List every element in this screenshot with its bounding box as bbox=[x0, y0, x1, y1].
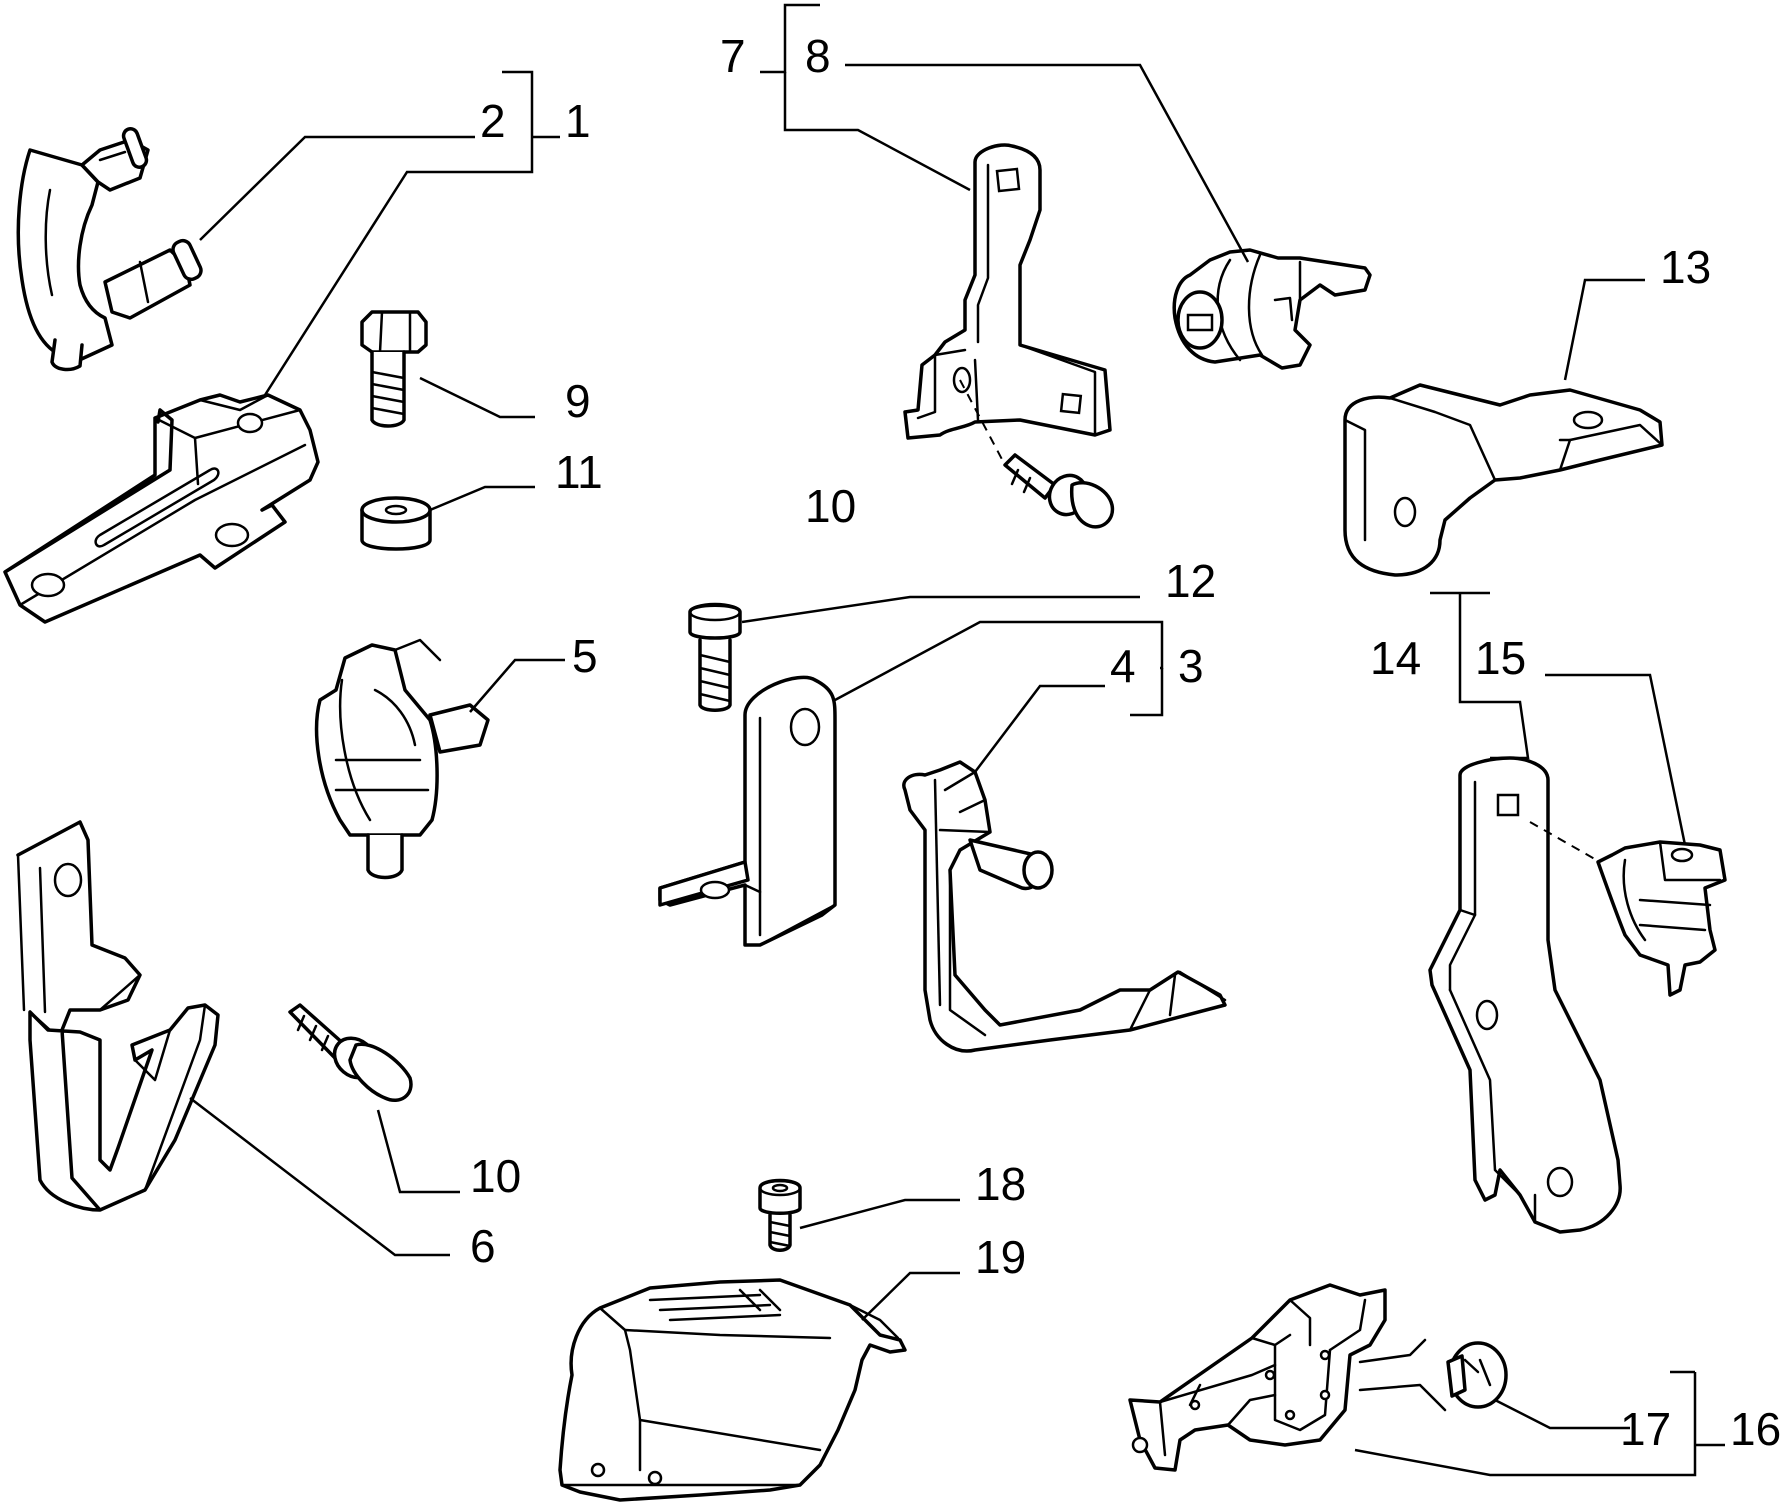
part-7-bracket bbox=[903, 143, 1112, 440]
part-9-bolt bbox=[360, 310, 428, 428]
callout-9: 9 bbox=[565, 375, 591, 427]
callout-10-lower: 10 bbox=[470, 1150, 521, 1202]
callout-10-upper: 10 bbox=[805, 480, 856, 532]
part-10-bolt-lower bbox=[288, 1003, 413, 1102]
part-11-spacer bbox=[360, 496, 432, 551]
part-4-clip-bracket bbox=[902, 760, 1227, 1053]
part-2-pipe-clip bbox=[16, 127, 203, 372]
part-3-l-bracket bbox=[658, 675, 837, 947]
callout-8: 8 bbox=[805, 30, 831, 82]
callout-1: 1 bbox=[565, 95, 591, 147]
part-1-long-bracket bbox=[3, 393, 320, 624]
callout-7: 7 bbox=[720, 30, 746, 82]
part-17-rivet bbox=[1446, 1341, 1508, 1409]
part-10-bolt-upper bbox=[1003, 453, 1115, 529]
callout-15: 15 bbox=[1475, 632, 1526, 684]
callout-5: 5 bbox=[572, 630, 598, 682]
part-13-bracket bbox=[1343, 383, 1664, 577]
part-5-double-clip bbox=[314, 638, 490, 880]
part-19-cover bbox=[558, 1278, 907, 1502]
callout-12: 12 bbox=[1165, 555, 1216, 607]
callout-3: 3 bbox=[1178, 640, 1204, 692]
callout-4: 4 bbox=[1110, 640, 1136, 692]
part-8-clip bbox=[1172, 248, 1372, 370]
callout-17: 17 bbox=[1620, 1403, 1671, 1455]
callout-19: 19 bbox=[975, 1231, 1026, 1283]
callout-14: 14 bbox=[1370, 632, 1421, 684]
callout-13: 13 bbox=[1660, 241, 1711, 293]
callout-2: 2 bbox=[480, 95, 506, 147]
leader-lines bbox=[189, 3, 1725, 1477]
callout-labels: 2 1 9 11 10 5 10 6 7 8 12 4 3 13 14 15 1… bbox=[470, 30, 1781, 1455]
callout-6: 6 bbox=[470, 1220, 496, 1272]
callout-18: 18 bbox=[975, 1158, 1026, 1210]
part-12-small-bolt bbox=[688, 602, 742, 712]
part-6-spring-clip bbox=[16, 820, 220, 1212]
assembly-lines bbox=[959, 379, 1601, 863]
callout-16: 16 bbox=[1730, 1403, 1781, 1455]
part-16-mounting-bracket bbox=[1128, 1283, 1447, 1472]
part-18-bolt bbox=[758, 1178, 802, 1252]
part-14-bent-bracket bbox=[1428, 756, 1622, 1234]
part-15-clip bbox=[1596, 840, 1727, 997]
callout-11: 11 bbox=[555, 446, 603, 498]
